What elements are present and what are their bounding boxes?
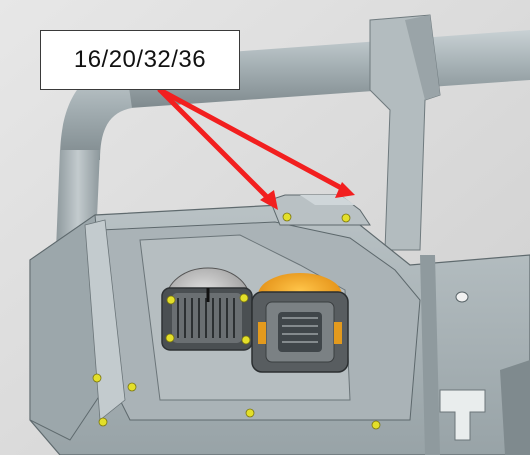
left-gusset [84,219,126,421]
arrow-head [260,190,278,210]
bolt [371,420,381,430]
bolt [166,295,176,305]
mounting-hole [455,291,469,303]
callout-box: 16/20/32/36 [40,30,240,90]
mount-bracket-top [300,195,355,205]
arrow-line [157,87,348,193]
bolt [239,293,249,303]
left-lamp [161,267,253,351]
bolt [127,382,137,392]
bolt [92,373,102,383]
callout-text: 16/20/32/36 [73,46,207,73]
arrow-head [335,182,355,198]
t-slot-cutout [439,389,486,441]
bolts [92,212,381,430]
bolt [98,417,108,427]
arrow-line [157,87,275,205]
annotation-arrows [157,87,348,205]
bolt [341,213,351,223]
bolt [245,408,255,418]
right-edge-plate [500,360,530,455]
bolt [165,333,175,343]
upright-bracket-side [405,15,440,100]
right-upright-lower [420,255,440,455]
bolt [282,212,292,222]
right-lamp [251,273,349,373]
bolt [241,335,251,345]
